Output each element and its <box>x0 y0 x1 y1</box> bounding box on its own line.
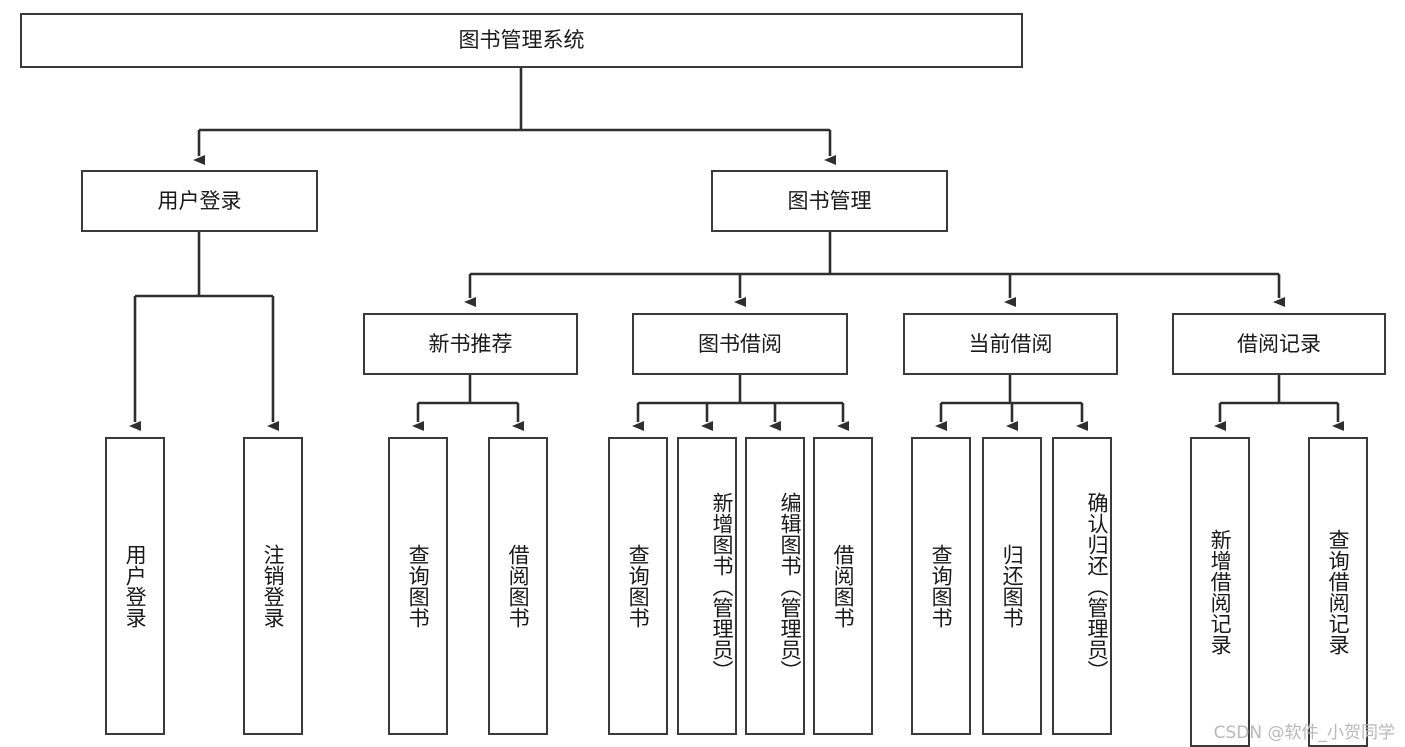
node-leaf-add-borrow-record-label: 新增借阅记录 <box>1208 529 1233 655</box>
node-user-login-label: 用户登录 <box>157 188 242 213</box>
node-current-borrow-label: 当前借阅 <box>968 331 1053 356</box>
node-leaf-user-login-label: 用户登录 <box>123 544 148 628</box>
node-leaf-query-borrow-record-label: 查询借阅记录 <box>1326 529 1351 655</box>
node-book-borrow[interactable]: 图书借阅 <box>632 313 848 375</box>
node-leaf-query-book-rec-label: 查询图书 <box>406 544 431 628</box>
node-leaf-confirm-return-label: 确认归还（管理员） <box>1085 491 1109 681</box>
node-leaf-user-login[interactable]: 用户登录 <box>105 437 165 735</box>
node-leaf-add-book-label: 新增图书（管理员） <box>710 491 734 681</box>
node-current-borrow[interactable]: 当前借阅 <box>903 313 1118 375</box>
node-new-book-rec-label: 新书推荐 <box>428 331 513 356</box>
node-leaf-add-book[interactable]: 新增图书（管理员） <box>677 437 737 735</box>
watermark-text: CSDN @软件_小贺同学 <box>1213 723 1395 743</box>
node-leaf-borrow-book-bb-label: 借阅图书 <box>831 544 856 628</box>
node-leaf-query-book-bb-label: 查询图书 <box>626 544 651 628</box>
node-root-label: 图书管理系统 <box>458 28 585 53</box>
node-leaf-return-book[interactable]: 归还图书 <box>982 437 1042 735</box>
node-book-borrow-label: 图书借阅 <box>698 331 782 356</box>
node-leaf-edit-book[interactable]: 编辑图书（管理员） <box>745 437 805 735</box>
node-leaf-borrow-book-bb[interactable]: 借阅图书 <box>813 437 873 735</box>
node-leaf-query-book-cb-label: 查询图书 <box>929 544 954 628</box>
node-leaf-query-borrow-record[interactable]: 查询借阅记录 <box>1308 437 1368 747</box>
node-borrow-record[interactable]: 借阅记录 <box>1172 313 1386 375</box>
node-leaf-user-logout-label: 注销登录 <box>261 544 286 628</box>
node-user-login[interactable]: 用户登录 <box>81 170 318 232</box>
node-leaf-confirm-return[interactable]: 确认归还（管理员） <box>1052 437 1112 735</box>
node-leaf-user-logout[interactable]: 注销登录 <box>243 437 303 735</box>
node-book-manage[interactable]: 图书管理 <box>711 170 948 232</box>
node-leaf-borrow-book-rec-label: 借阅图书 <box>506 544 531 628</box>
node-new-book-rec[interactable]: 新书推荐 <box>363 313 578 375</box>
node-borrow-record-label: 借阅记录 <box>1237 331 1321 356</box>
node-leaf-add-borrow-record[interactable]: 新增借阅记录 <box>1190 437 1250 747</box>
node-root[interactable]: 图书管理系统 <box>20 13 1023 68</box>
node-leaf-query-book-cb[interactable]: 查询图书 <box>911 437 971 735</box>
node-leaf-return-book-label: 归还图书 <box>1000 544 1025 628</box>
node-leaf-edit-book-label: 编辑图书（管理员） <box>778 491 802 681</box>
node-leaf-query-book-rec[interactable]: 查询图书 <box>388 437 448 735</box>
node-leaf-borrow-book-rec[interactable]: 借阅图书 <box>488 437 548 735</box>
node-leaf-query-book-bb[interactable]: 查询图书 <box>608 437 668 735</box>
node-book-manage-label: 图书管理 <box>787 188 872 213</box>
